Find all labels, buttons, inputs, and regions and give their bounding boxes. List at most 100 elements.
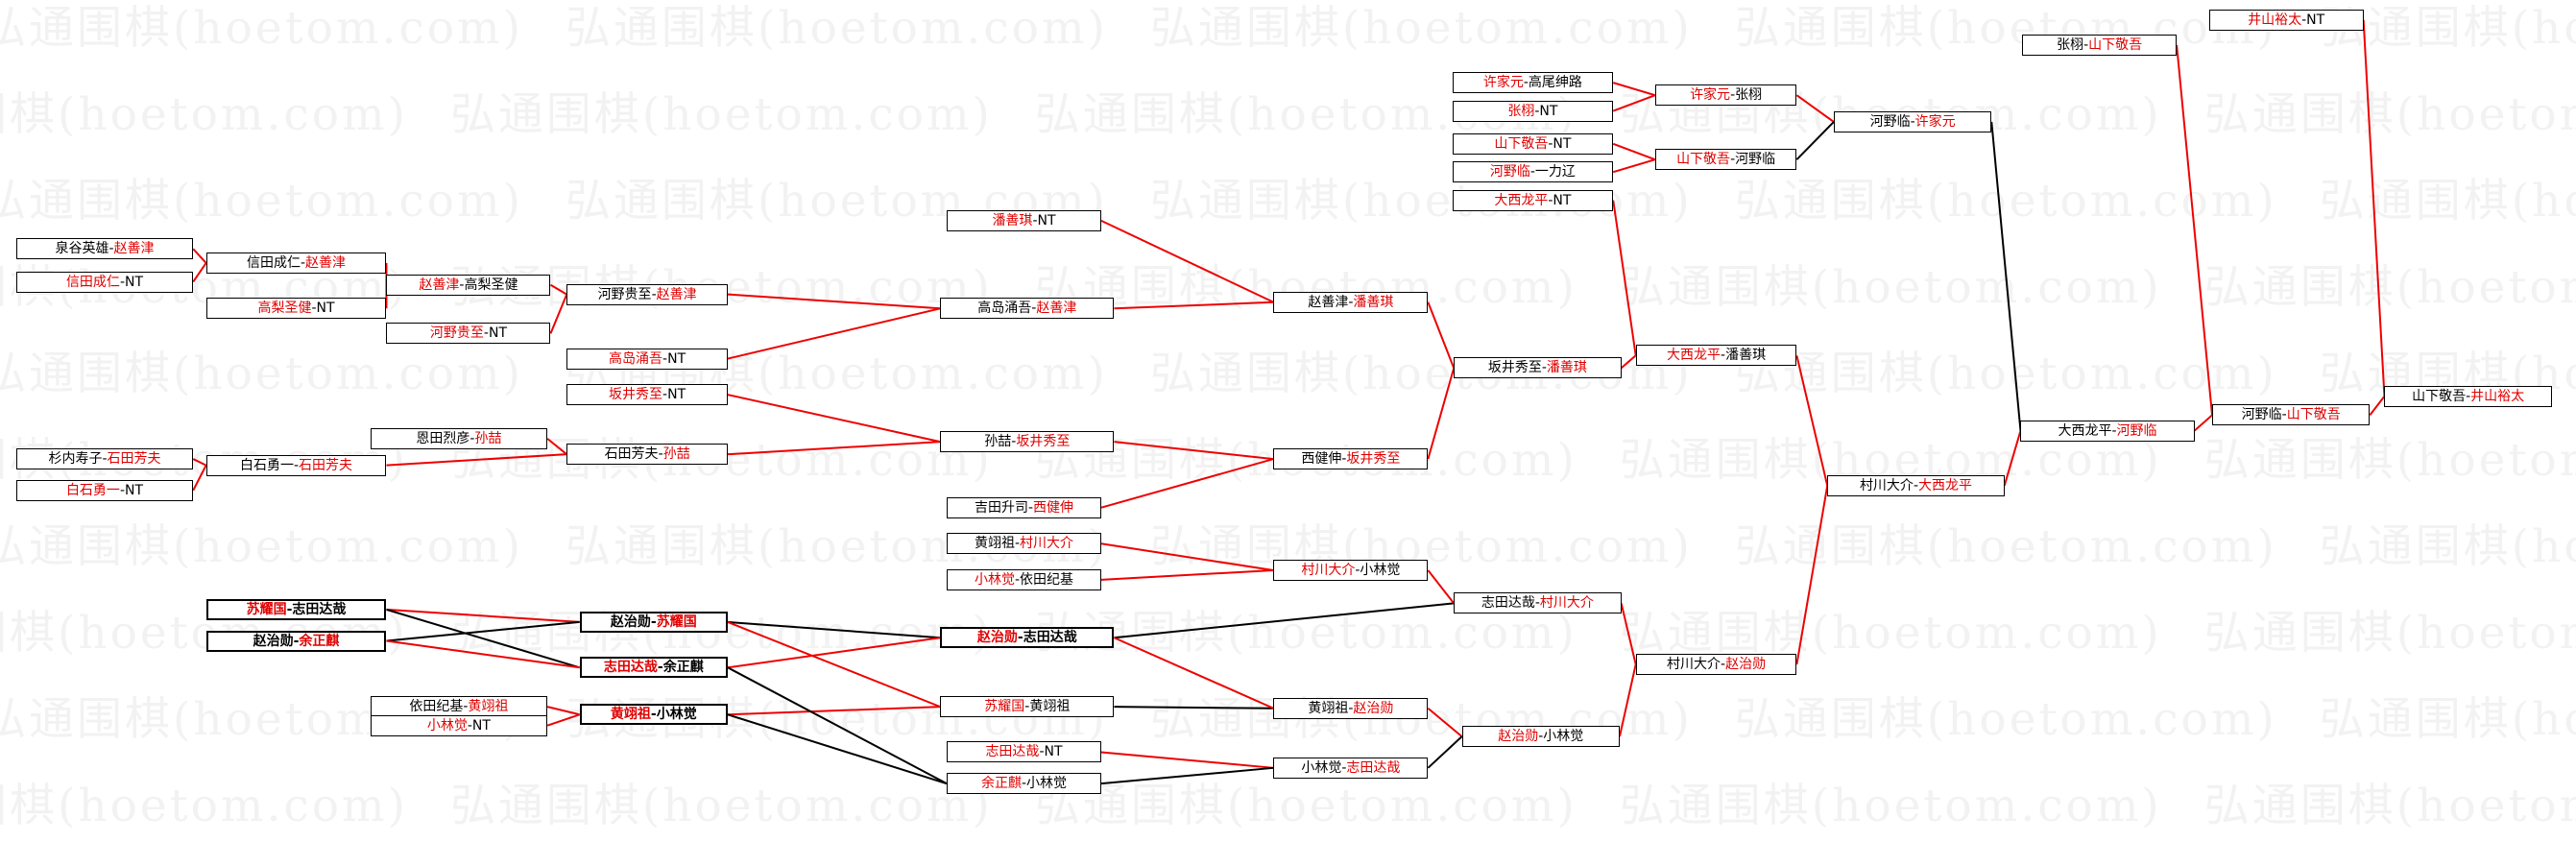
match-box[interactable]: 恩田烈彦-孙喆 [370, 427, 548, 449]
match-box[interactable]: 苏耀国-黄翊祖 [940, 696, 1115, 718]
match-box[interactable]: 白石勇一-NT [15, 479, 194, 501]
separator: - [1730, 152, 1736, 168]
match-box[interactable]: 泉谷英雄-赵善津 [15, 238, 194, 260]
player-right: 西健伸 [1033, 499, 1074, 516]
bracket-connector [192, 465, 207, 492]
match-box[interactable]: 大西龙平-潘善琪 [1635, 345, 1797, 367]
player-right: 坂井秀至 [1016, 434, 1071, 450]
player-left: 坂井秀至 [609, 387, 663, 403]
match-box[interactable]: 高梨圣健-NT [205, 298, 387, 320]
player-right: NT [471, 717, 491, 734]
bracket-connector [1795, 485, 1829, 665]
match-box[interactable]: 河野临-许家元 [1833, 110, 1992, 132]
separator: - [293, 457, 300, 473]
match-box[interactable]: 许家元-张栩 [1654, 84, 1797, 107]
bracket-connector [549, 283, 567, 296]
player-left: 苏耀国 [984, 699, 1025, 715]
match-box[interactable]: 赵治勋-余正麒 [205, 630, 387, 652]
player-right: 黄翊祖 [468, 699, 509, 715]
match-box[interactable]: 山下敬吾-井山裕太 [2384, 385, 2552, 407]
match-box[interactable]: 志田达哉-NT [947, 741, 1101, 763]
separator: - [1538, 729, 1544, 745]
player-right: 坂井秀至 [1346, 451, 1401, 468]
match-box[interactable]: 石田芳夫-孙喆 [566, 444, 728, 466]
bracket-connector [727, 713, 948, 785]
match-box[interactable]: 村川大介-小林觉 [1273, 560, 1429, 582]
match-box[interactable]: 黄翊祖-赵治勋 [1273, 697, 1429, 719]
separator: - [1348, 294, 1354, 310]
match-box[interactable]: 潘善琪-NT [947, 209, 1101, 231]
bracket-connector [1114, 706, 1274, 710]
match-box[interactable]: 河野临-山下敬吾 [2212, 404, 2371, 426]
player-right: 河野临 [1735, 152, 1776, 168]
match-box[interactable]: 小林觉-依田纪基 [947, 568, 1101, 590]
separator: - [657, 660, 663, 676]
match-box[interactable]: 村川大介-赵治勋 [1635, 654, 1797, 676]
player-right: NT [125, 274, 144, 290]
match-box[interactable]: 大西龙平-河野临 [2020, 420, 2195, 442]
match-box[interactable]: 河野贵至-赵善津 [566, 283, 728, 305]
match-box[interactable]: 许家元-高尾绅路 [1452, 72, 1614, 94]
match-box[interactable]: 井山裕太-NT [2208, 9, 2364, 31]
match-box[interactable]: 苏耀国-志田达哉 [205, 598, 387, 620]
player-left: 村川大介 [1667, 657, 1721, 673]
match-box[interactable]: 黄翊祖-村川大介 [947, 533, 1101, 555]
bracket-connector [1612, 200, 1637, 356]
separator: - [1529, 164, 1535, 180]
match-box[interactable]: 山下敬吾-NT [1452, 132, 1614, 155]
match-box[interactable]: 孙喆-坂井秀至 [940, 431, 1115, 453]
match-box[interactable]: 坂井秀至-NT [566, 384, 728, 406]
player-right: 小林觉 [1026, 776, 1068, 792]
separator: - [463, 699, 469, 715]
match-box[interactable]: 赵治勋-苏耀国 [579, 611, 728, 633]
match-box[interactable]: 余正麒-小林觉 [947, 773, 1101, 795]
player-left: 孙喆 [984, 434, 1012, 450]
match-box[interactable]: 志田达哉-村川大介 [1454, 592, 1622, 614]
player-left: 赵治勋 [610, 613, 651, 630]
separator: - [119, 482, 125, 498]
bracket-connector [727, 706, 941, 716]
match-box[interactable]: 高岛涌吾-赵善津 [940, 298, 1115, 320]
match-box[interactable]: 赵善津-潘善琪 [1273, 291, 1429, 313]
match-box[interactable]: 赵治勋-志田达哉 [940, 627, 1115, 649]
bracket-connector [546, 706, 580, 716]
match-box[interactable]: 大西龙平-NT [1452, 189, 1614, 211]
separator: - [2281, 407, 2287, 423]
player-left: 信田成仁 [246, 254, 301, 271]
match-box[interactable]: 高岛涌吾-NT [566, 348, 728, 370]
match-box[interactable]: 白石勇一-石田芳夫 [205, 454, 387, 476]
player-left: 山下敬吾 [1676, 152, 1731, 168]
match-box[interactable]: 赵善津-高梨圣健 [386, 274, 551, 296]
player-right: NT [1553, 192, 1572, 208]
player-left: 山下敬吾 [2412, 388, 2467, 404]
bracket-connector [1612, 82, 1656, 97]
separator: - [662, 350, 668, 367]
match-box[interactable]: 志田达哉-余正麒 [579, 657, 728, 679]
match-box[interactable]: 吉田升司-西健伸 [947, 496, 1101, 518]
match-box[interactable]: 信田成仁-赵善津 [205, 252, 387, 274]
match-box[interactable]: 赵治勋-小林觉 [1461, 726, 1620, 748]
separator: - [1011, 434, 1017, 450]
player-right: 河野临 [2116, 422, 2157, 439]
match-box[interactable]: 杉内寿子-石田芳夫 [15, 448, 194, 470]
match-box[interactable]: 西健伸-坂井秀至 [1273, 448, 1429, 470]
match-box[interactable]: 信田成仁-NT [15, 271, 194, 293]
match-box[interactable]: 张栩-NT [1452, 100, 1614, 122]
player-left: 大西龙平 [1494, 192, 1549, 208]
player-left: 赵治勋 [976, 630, 1018, 646]
player-left: 井山裕太 [2248, 12, 2302, 28]
match-box[interactable]: 坂井秀至-潘善琪 [1454, 357, 1622, 379]
player-left: 高岛涌吾 [977, 301, 1032, 317]
bracket-connector [386, 453, 567, 467]
match-box[interactable]: 黄翊祖-小林觉 [579, 704, 728, 726]
match-box[interactable]: 小林觉-NT [370, 714, 548, 736]
match-box[interactable]: 张栩-山下敬吾 [2022, 34, 2178, 56]
match-box[interactable]: 河野贵至-NT [386, 323, 551, 345]
player-left: 白石勇一 [65, 482, 120, 498]
match-box[interactable]: 河野临-一力辽 [1452, 161, 1614, 183]
match-box[interactable]: 山下敬吾-河野临 [1654, 149, 1797, 171]
separator: - [1548, 135, 1553, 152]
match-box[interactable]: 村川大介-大西龙平 [1827, 474, 2005, 496]
match-box[interactable]: 小林觉-志田达哉 [1273, 757, 1429, 779]
separator: - [102, 451, 108, 468]
